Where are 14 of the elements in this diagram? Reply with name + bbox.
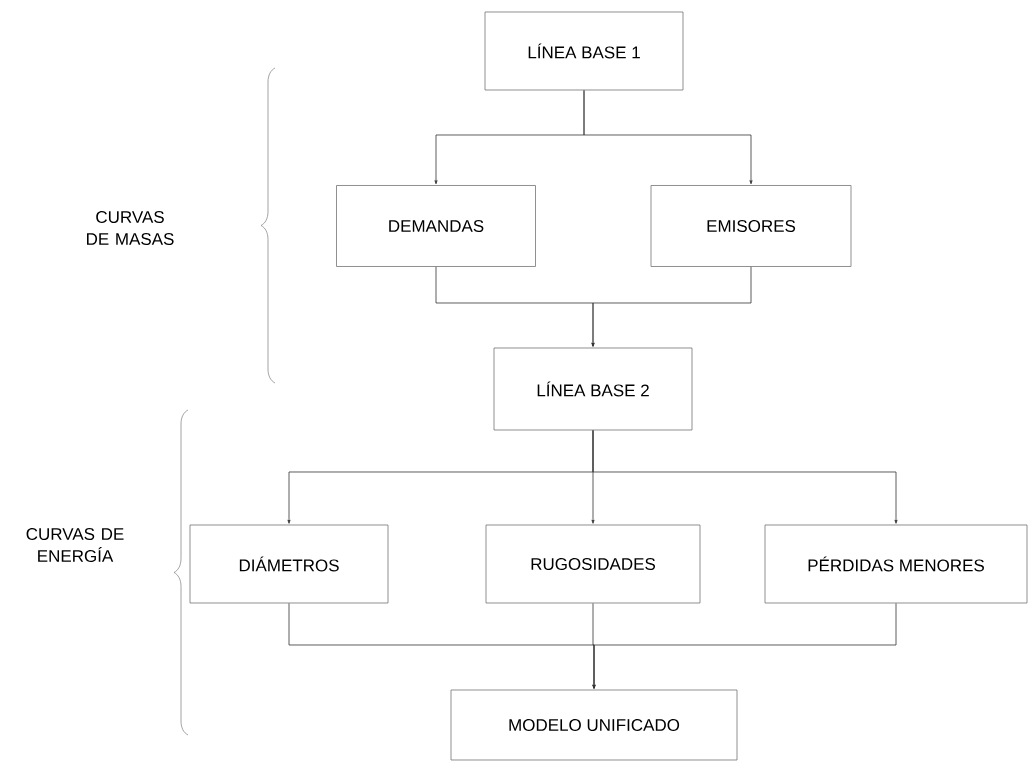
group-label: CURVAS DE MASAS [87,211,174,245]
process-box: DEMANDAS [336,185,536,267]
process-box: RUGOSIDADES [485,524,701,604]
process-box: LÍNEA BASE 1 [484,11,684,91]
process-box: MODELO UNIFICADO [450,689,738,761]
process-box: PÉRDIDAS MENORES [764,524,1028,604]
process-box: LÍNEA BASE 2 [493,347,693,431]
arrow [592,603,897,689]
arrow [591,266,752,347]
arrow [583,90,753,185]
process-box: DIÁMETROS [189,524,389,604]
group-label: CURVAS DE ENERGÍA [26,527,124,562]
process-box: EMISORES [650,185,852,267]
arrow [592,430,898,524]
